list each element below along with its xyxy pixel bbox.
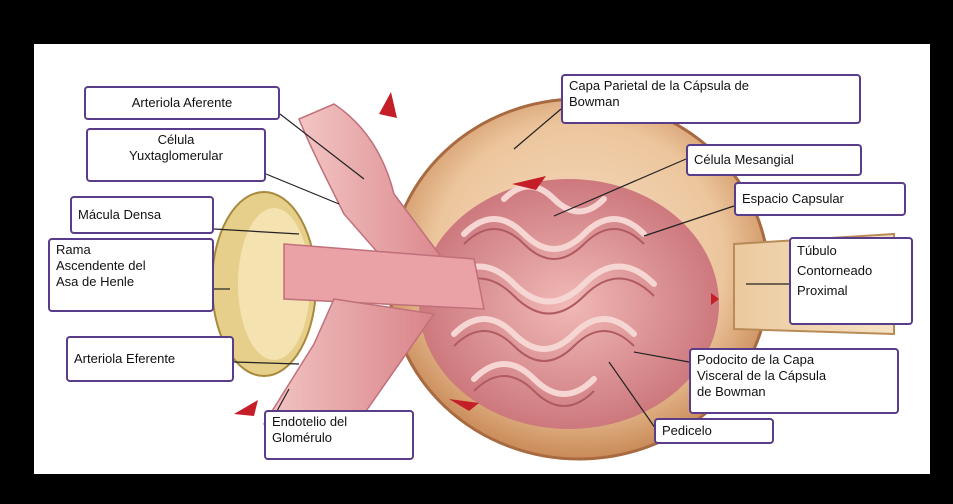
- label-arteriola-aferente: Arteriola Aferente: [84, 86, 280, 120]
- label-endotelio-glomerulo: Endotelio del Glomérulo: [264, 410, 414, 460]
- label-macula-densa: Mácula Densa: [70, 196, 214, 234]
- label-celula-yuxtaglomerular: Célula Yuxtaglomerular: [86, 128, 266, 182]
- label-pedicelo: Pedicelo: [654, 418, 774, 444]
- label-tubulo-contorneado: Túbulo Contorneado Proximal: [789, 237, 913, 325]
- label-celula-mesangial: Célula Mesangial: [686, 144, 862, 176]
- label-arteriola-eferente: Arteriola Eferente: [66, 336, 234, 382]
- diagram-frame: Arteriola Aferente Célula Yuxtaglomerula…: [34, 44, 930, 474]
- label-espacio-capsular: Espacio Capsular: [734, 182, 906, 216]
- label-podocito: Podocito de la Capa Visceral de la Cápsu…: [689, 348, 899, 414]
- label-capa-parietal: Capa Parietal de la Cápsula de Bowman: [561, 74, 861, 124]
- label-rama-ascendente: Rama Ascendente del Asa de Henle: [48, 238, 214, 312]
